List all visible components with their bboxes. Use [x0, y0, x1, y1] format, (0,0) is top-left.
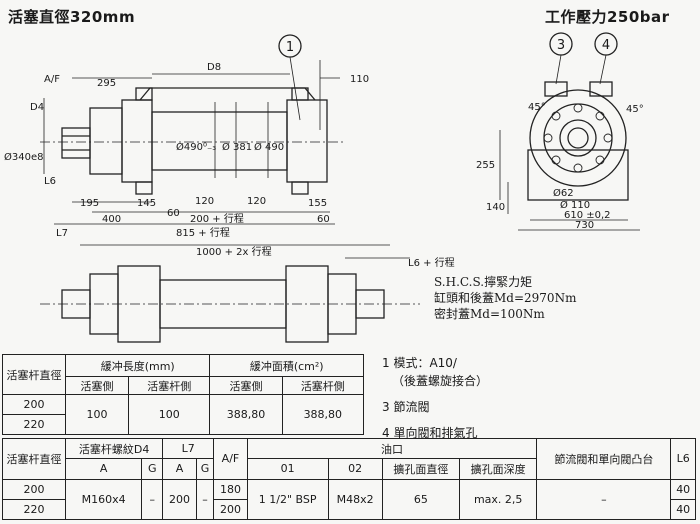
- t1-value-4: 388,80: [281, 394, 365, 435]
- t1-row-200: 200: [2, 394, 66, 415]
- t2-valve-pad-header: 節流閥和單向閥凸台: [536, 438, 672, 480]
- dim-155: 155: [308, 198, 327, 209]
- t2-spot-dia-value: 65: [381, 478, 461, 520]
- dim-490a: Ø490⁰₋₃: [176, 141, 216, 153]
- dim-60b: 60: [317, 214, 330, 225]
- legend-item-1-detail: （後蓋螺旋接合）: [392, 374, 489, 388]
- dim-295: 295: [97, 78, 116, 89]
- t2-oil-01-value: 1 1/2" BSP: [246, 478, 329, 520]
- t2-spot-dia: 擴孔面直徑: [381, 458, 461, 480]
- t1-value-3: 388,80: [209, 394, 283, 435]
- dim-d8: D8: [207, 62, 221, 73]
- dim-1000: 1000 + 2x 行程: [196, 245, 272, 258]
- t2-rod-dia-header: 活塞杆直徑: [2, 438, 66, 480]
- t2-thread-header: 活塞杆螺紋D4: [64, 437, 164, 460]
- dim-l7: L7: [56, 228, 68, 239]
- dim-490b: Ø 490: [254, 141, 284, 153]
- t2-thread-g-value: –: [141, 478, 164, 520]
- t2-l7-a-value: 200: [162, 478, 197, 520]
- t1-rod-side-2: 活塞杆側: [281, 376, 365, 395]
- legend: 1 模式：A10/ （後蓋螺旋接合） 3 節流閥 4 單向閥和排氣孔: [382, 354, 488, 442]
- dim-110: 110: [350, 74, 369, 85]
- dim-195: 195: [80, 198, 99, 209]
- t1-cushion-len-header: 緩冲長度(mm): [64, 354, 211, 377]
- t2-spot-depth: 擴孔面深度: [459, 458, 538, 480]
- t2-l7-a: A: [162, 458, 197, 480]
- dim-610: 610 ±0,2: [564, 210, 611, 221]
- dim-815: 815 + 行程: [176, 226, 230, 239]
- t1-piston-side-2: 活塞側: [209, 376, 283, 395]
- dim-d4: D4: [30, 102, 44, 113]
- t2-thread-a-value: M160x4: [64, 478, 143, 520]
- barrel: [151, 111, 288, 171]
- t2-oil-02: 02: [327, 458, 383, 480]
- dim-62: Ø62: [553, 187, 574, 199]
- legend-item-4: 4 單向閥和排氣孔: [382, 426, 478, 440]
- t1-cushion-area-header: 緩冲面積(cm²): [209, 354, 364, 377]
- t1-rod-side: 活塞杆側: [128, 376, 211, 395]
- t2-row-220: 220: [2, 498, 66, 521]
- t2-oil-header: 油口: [246, 437, 538, 460]
- t2-oil-02-value: M48x2: [327, 478, 383, 520]
- dim-120b: 120: [247, 196, 266, 207]
- t2-af-200: 180: [213, 478, 248, 500]
- torque-note-line-1: S.H.C.S.擰緊力矩: [434, 275, 533, 289]
- t2-l6-header: L6: [670, 438, 696, 480]
- dim-381: Ø 381: [222, 141, 252, 153]
- side-foot: [527, 149, 629, 201]
- legend-item-1: 1 模式：A10/: [382, 356, 457, 370]
- dim-110b: Ø 110: [560, 199, 590, 211]
- t2-thread-g: G: [141, 458, 164, 480]
- t2-oil-01: 01: [246, 458, 329, 480]
- t2-l6-200: 40: [670, 478, 696, 500]
- dim-730: 730: [575, 220, 594, 231]
- t2-valve-pad-value: –: [536, 478, 672, 520]
- t2-l7-g-value: –: [195, 478, 215, 520]
- dim-120a: 120: [195, 196, 214, 207]
- t2-row-200: 200: [2, 478, 66, 500]
- dim-l6-stroke: L6 + 行程: [408, 256, 455, 269]
- torque-note: S.H.C.S.擰緊力矩 缸頭和後蓋Md=2970Nm 密封蓋Md=100Nm: [434, 274, 576, 322]
- torque-note-line-2: 缸頭和後蓋Md=2970Nm: [434, 291, 577, 305]
- t2-thread-a: A: [64, 458, 143, 480]
- dim-140: 140: [486, 202, 505, 213]
- cap-flange: [286, 99, 328, 183]
- callout-1-label: 1: [286, 40, 294, 55]
- t1-row-220: 220: [2, 414, 66, 435]
- technical-drawing: 295 D8 110 A/F D4 Ø340e8 Ø490⁰₋₃ Ø 381 Ø…: [4, 32, 644, 343]
- t2-spot-depth-value: max. 2,5: [459, 478, 538, 520]
- t1-piston-side: 活塞側: [64, 376, 130, 395]
- torque-note-line-3: 密封蓋Md=100Nm: [434, 307, 545, 321]
- pressure-label: 工作壓力250bar: [545, 8, 670, 26]
- t2-af-header: A/F: [213, 438, 248, 480]
- t2-l7-header: L7: [162, 437, 215, 460]
- t2-af-220: 200: [213, 498, 248, 521]
- dim-340: Ø340e8: [4, 151, 43, 163]
- legend-item-3: 3 節流閥: [382, 400, 430, 414]
- t1-rod-dia-header: 活塞杆直徑: [2, 354, 66, 395]
- callout-4-label: 4: [602, 38, 610, 53]
- dim-l6: L6: [44, 176, 56, 187]
- dim-400: 400: [102, 214, 121, 225]
- page-title: 活塞直徑320mm: [8, 8, 136, 26]
- dim-af: A/F: [44, 74, 60, 85]
- dim-200: 200 + 行程: [190, 212, 244, 225]
- cushion-table: 活塞杆直徑 緩冲長度(mm) 緩冲面積(cm²) 活塞側 活塞杆側 活塞側 活塞…: [2, 354, 365, 435]
- rod-end: [61, 127, 91, 159]
- t2-l6-220: 40: [670, 498, 696, 521]
- t2-l7-g: G: [195, 458, 215, 480]
- dim-60a: 60: [167, 208, 180, 219]
- dim-255: 255: [476, 160, 495, 171]
- t1-value-1: 100: [64, 394, 130, 435]
- dim-145: 145: [137, 198, 156, 209]
- dim-45b: 45°: [626, 104, 644, 115]
- gland: [89, 107, 123, 175]
- dim-45a: 45°: [528, 102, 546, 113]
- side-body: [529, 89, 627, 187]
- t1-value-2: 100: [128, 394, 211, 435]
- spec-table: 活塞杆直徑 活塞杆螺紋D4 L7 A/F 油口 節流閥和單向閥凸台 L6 A G…: [2, 437, 696, 521]
- head-flange: [121, 99, 153, 183]
- callout-3-label: 3: [557, 38, 565, 53]
